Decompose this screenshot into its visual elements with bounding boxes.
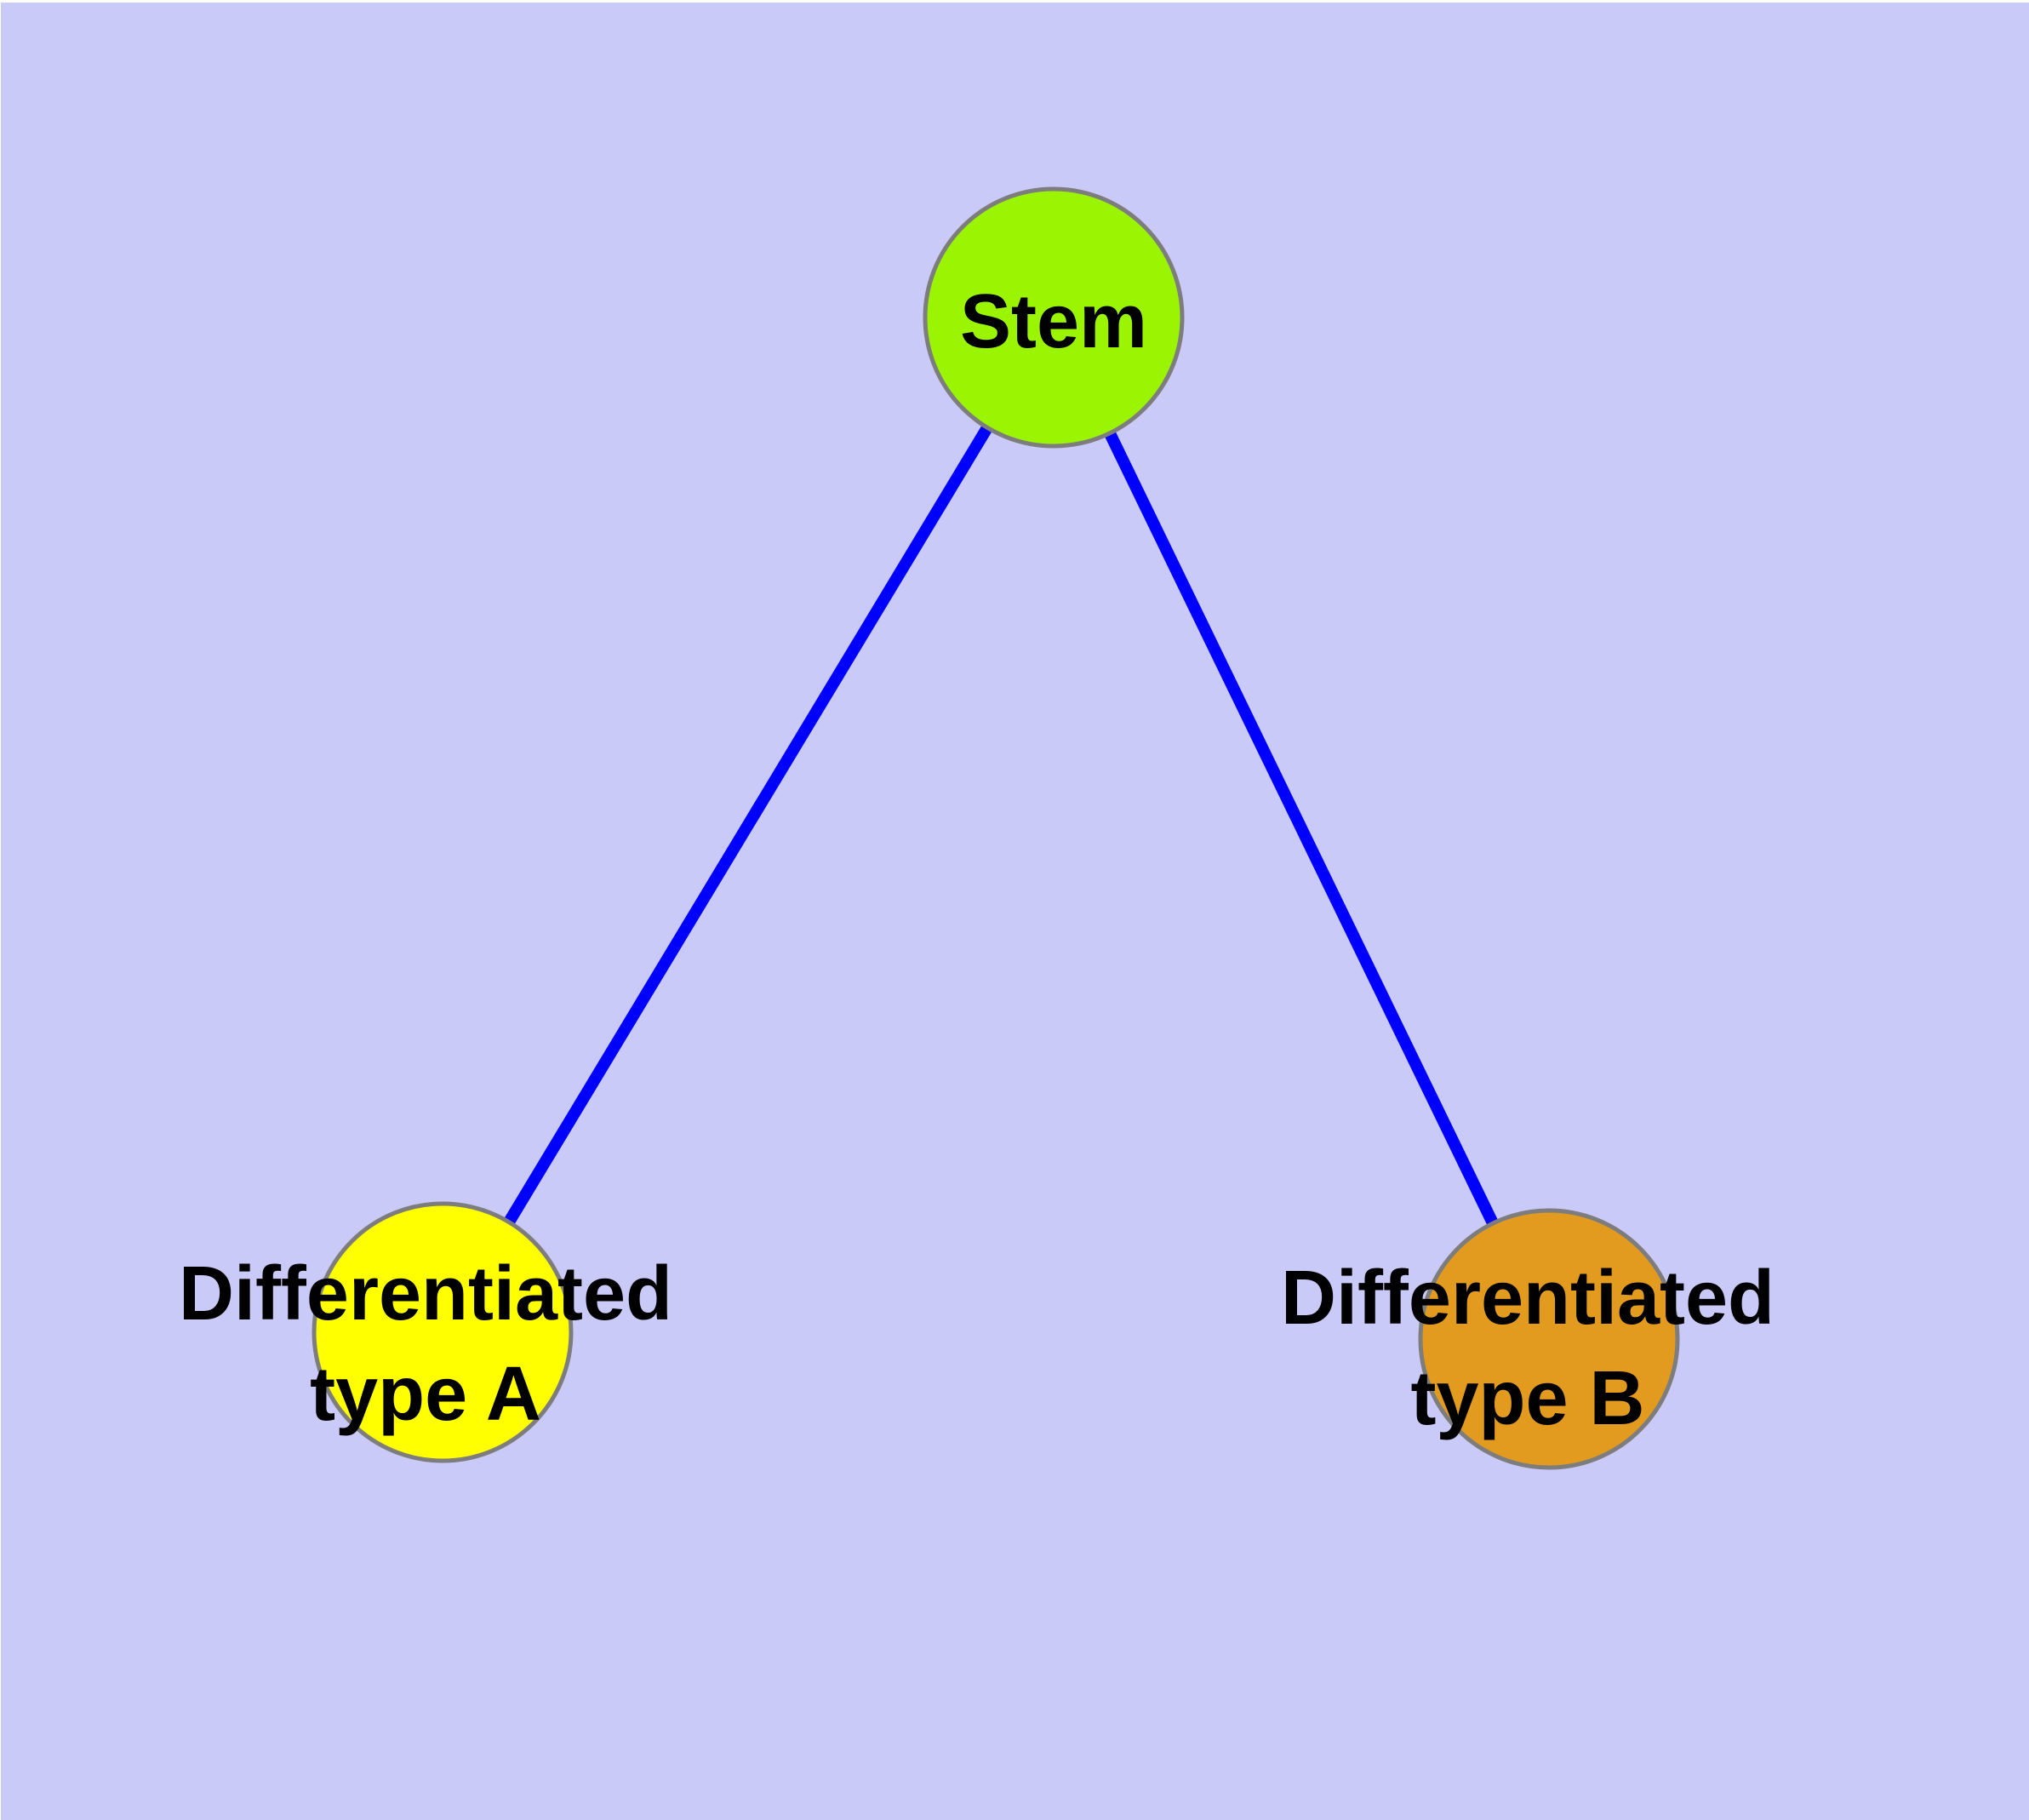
node-stem: Stem — [923, 186, 1185, 449]
node-type-b-label-line1: Differentiated — [1281, 1256, 1775, 1341]
edge-stem-to-type-a — [437, 314, 1059, 1336]
node-type-b-circle — [1418, 1208, 1680, 1470]
node-type-a-label-line1: Differentiated — [179, 1251, 672, 1336]
node-stem-circle — [923, 186, 1185, 449]
node-differentiated-type-b: Differentiated type B — [1281, 1208, 1775, 1470]
node-type-a-circle — [311, 1201, 574, 1463]
node-differentiated-type-a: Differentiated type A — [179, 1201, 672, 1463]
node-type-b-label-line2: type B — [1410, 1356, 1644, 1441]
edge-stem-to-type-b — [1048, 314, 1555, 1342]
node-stem-label: Stem — [960, 279, 1147, 364]
node-type-a-label-line2: type A — [310, 1352, 541, 1437]
